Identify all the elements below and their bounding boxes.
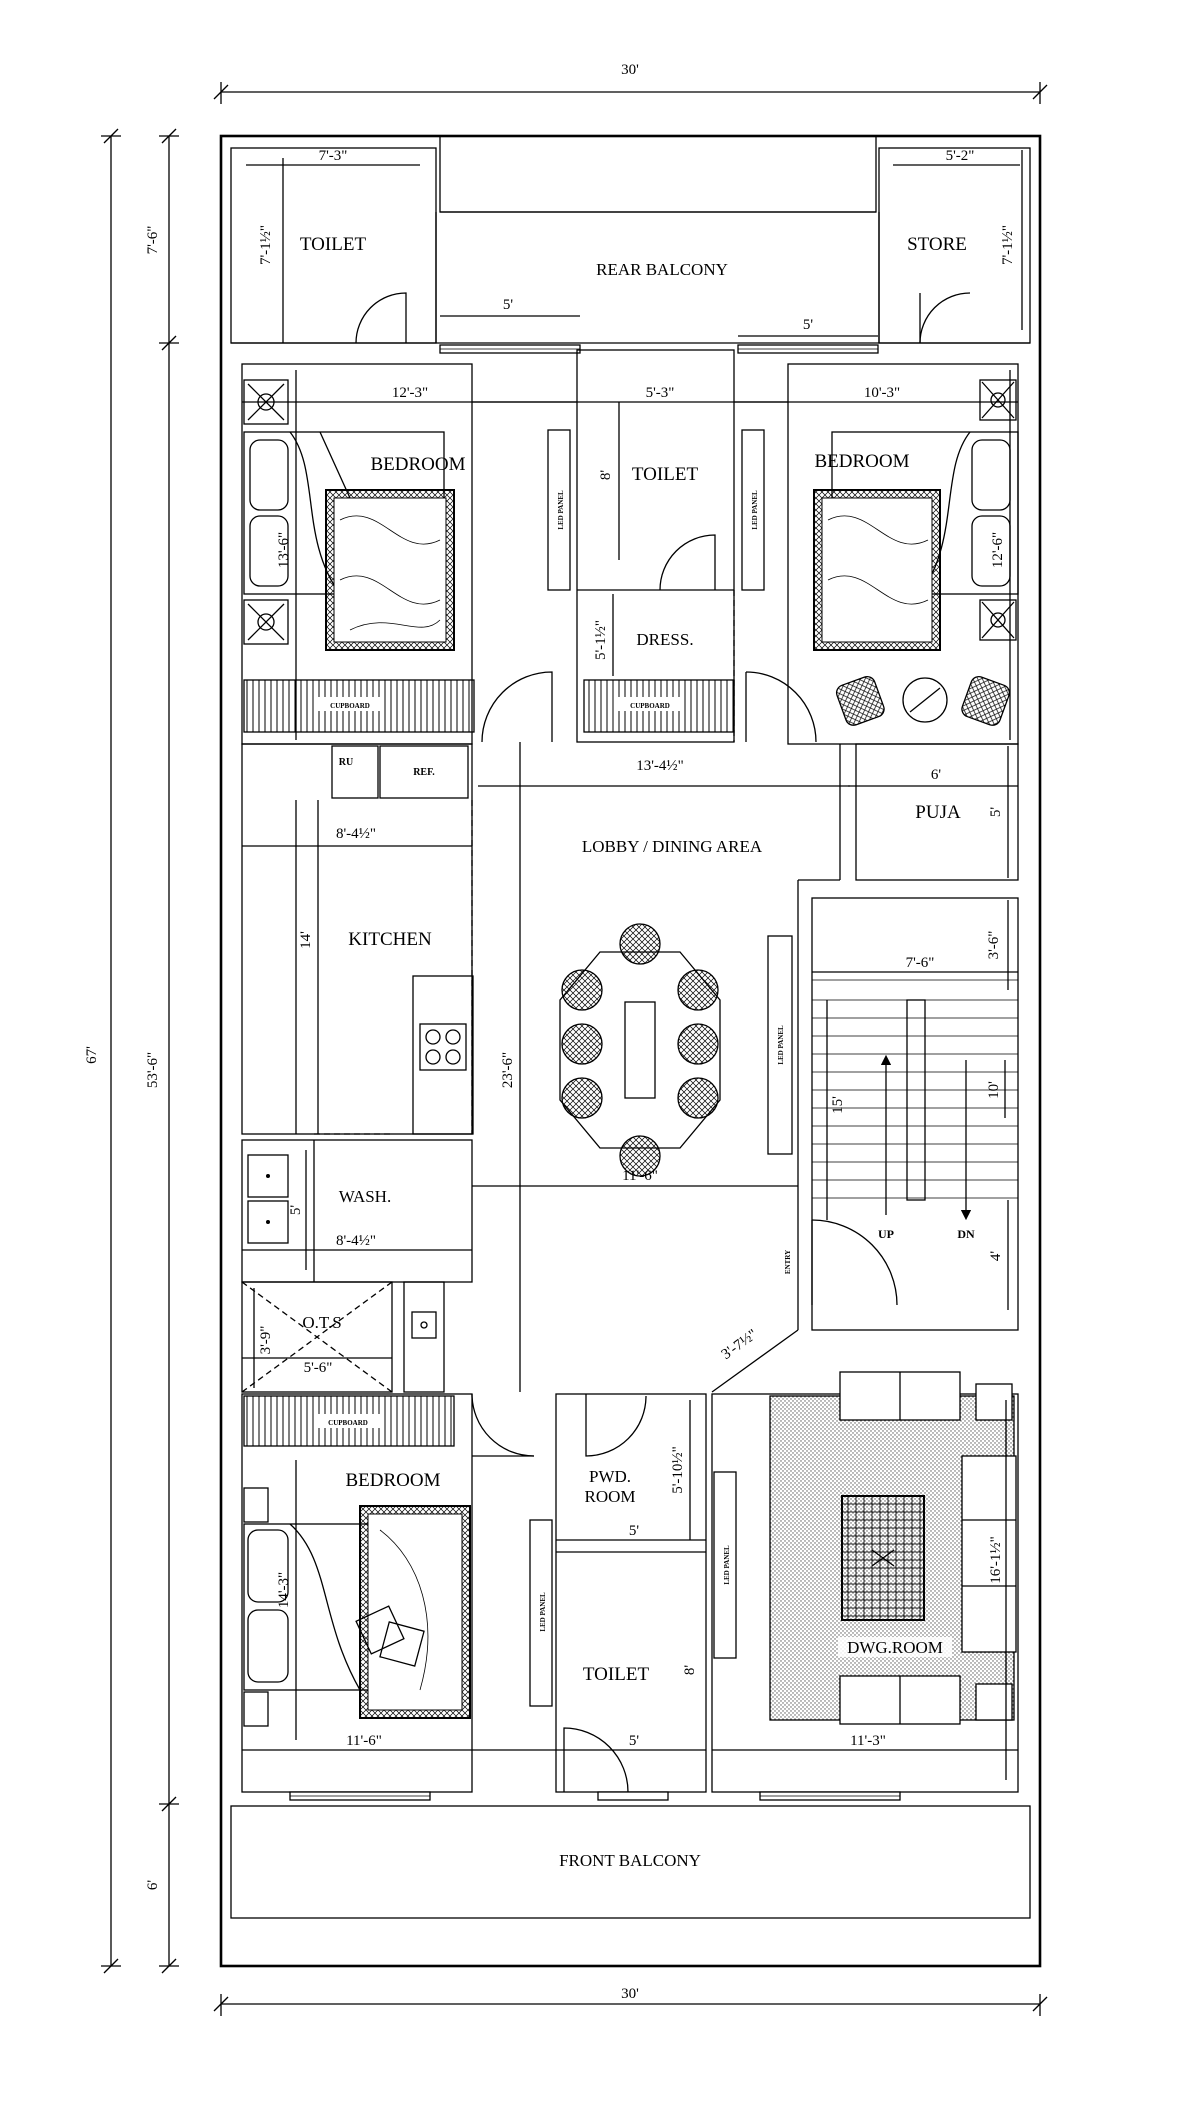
led-panel-upper-right: LED PANEL <box>751 490 759 530</box>
led-panel-front-left: LED PANEL <box>539 1592 547 1632</box>
dim-lobby-w: 13'-4½" <box>636 758 684 774</box>
overall-width-top: 30' <box>621 62 639 78</box>
dim-lobby-h: 23'-6" <box>500 1052 516 1088</box>
dim-stair-len: 15' <box>830 1096 846 1114</box>
dim-store-w: 5'-2" <box>946 148 975 164</box>
upper-dimension-marks <box>242 370 1018 740</box>
middle-walls <box>241 743 1019 1393</box>
dim-pwd-w: 5' <box>629 1523 640 1539</box>
bed-left <box>243 379 455 651</box>
dim-ots-h: 3'-9" <box>258 1326 274 1355</box>
dim-puja-w: 6' <box>931 767 942 783</box>
bed-right <box>813 379 1019 726</box>
room-label-bedroom-left: BEDROOM <box>370 454 465 475</box>
dim-toilet-rear-w: 7'-3" <box>319 148 348 164</box>
dim-bedroom-front-h: 14'-3" <box>276 1572 292 1608</box>
led-panel-upper-left: LED PANEL <box>557 490 565 530</box>
room-label-pwd-line2: ROOM <box>584 1487 635 1506</box>
cupboard-dress-label-bg <box>618 697 682 711</box>
middle-depth: 53'-6" <box>145 1052 161 1088</box>
upper-walls <box>241 349 1019 745</box>
dim-diagonal: 3'-7½" <box>719 1327 761 1364</box>
cupboard-dress-label: CUPBOARD <box>630 702 670 710</box>
room-label-wash: WASH. <box>339 1187 391 1206</box>
room-label-ots: O.T.S <box>302 1313 341 1332</box>
entry-label: ENTRY <box>784 1250 792 1274</box>
dim-bedroom-left-w: 12'-3" <box>392 385 428 401</box>
dim-toilet-front-w: 5' <box>629 1733 640 1749</box>
dim-pwd-h: 5'-10½" <box>670 1446 686 1494</box>
overall-width-bottom: 30' <box>621 1986 639 2002</box>
dim-bedroom-left-h: 13'-6" <box>276 532 292 568</box>
dim-bedroom-right-w: 10'-3" <box>864 385 900 401</box>
cupboard-left-label: CUPBOARD <box>330 702 370 710</box>
room-label-bedroom-front: BEDROOM <box>345 1470 440 1491</box>
dim-lobby-w2: 11'-6" <box>622 1168 658 1184</box>
bed-front <box>243 1487 471 1727</box>
rear-dimension-marks <box>246 150 1023 343</box>
rear-depth: 7'-6" <box>145 226 161 255</box>
dim-store-h: 7'-1½" <box>1000 225 1016 265</box>
room-label-bedroom-right: BEDROOM <box>814 451 909 472</box>
dim-toilet-front-h: 8' <box>682 1665 698 1676</box>
dim-bedroom-right-h: 12'-6" <box>990 532 1006 568</box>
dim-dress-h: 5'-1½" <box>593 620 609 660</box>
room-label-pwd-line1: PWD. <box>589 1467 631 1486</box>
dim-dwg-w: 11'-3" <box>850 1733 886 1749</box>
dining-table <box>559 923 721 1177</box>
dim-toilet-mid-w: 5'-3" <box>646 385 675 401</box>
dim-kitchen-h: 14' <box>298 931 314 949</box>
dim-rear-door-left: 5' <box>503 297 514 313</box>
overall-depth: 67' <box>84 1046 100 1064</box>
stair-arrows <box>880 1054 972 1221</box>
stair-treads <box>812 999 1018 1199</box>
dim-toilet-mid-h: 8' <box>598 470 614 481</box>
front-depth: 6' <box>145 1880 161 1891</box>
room-label-toilet-front: TOILET <box>583 1664 650 1685</box>
dim-stair-w: 7'-6" <box>906 955 935 971</box>
room-label-toilet-rear: TOILET <box>300 234 367 255</box>
room-label-front-balcony: FRONT BALCONY <box>559 1851 701 1870</box>
label-ru: RU <box>339 757 353 768</box>
room-label-rear-balcony: REAR BALCONY <box>596 260 728 279</box>
room-label-dress: DRESS. <box>636 630 693 649</box>
dim-stair-inner: 10' <box>986 1081 1002 1099</box>
dim-ots-w: 5'-6" <box>304 1360 333 1376</box>
dim-toilet-rear-h: 7'-1½" <box>258 225 274 265</box>
cupboard-front-label: CUPBOARD <box>328 1419 368 1427</box>
front-walls <box>230 1393 1031 1919</box>
dim-stair-h: 3'-6" <box>986 931 1002 960</box>
dim-wash-h: 5' <box>288 1205 304 1216</box>
dim-kitchen-w: 8'-4½" <box>336 826 376 842</box>
dim-bedroom-front-w: 11'-6" <box>346 1733 382 1749</box>
dim-entry-h: 4' <box>988 1251 1004 1262</box>
front-dimension-marks <box>242 1400 1018 1780</box>
middle-dimension-marks <box>242 742 1018 1392</box>
room-label-puja: PUJA <box>915 802 961 823</box>
dim-wash-w: 8'-4½" <box>336 1233 376 1249</box>
overall-dimensions <box>101 82 1048 2016</box>
room-label-kitchen: KITCHEN <box>348 929 432 950</box>
led-panel-front-right: LED PANEL <box>723 1545 731 1585</box>
dim-dwg-h: 16'-1½" <box>988 1536 1004 1584</box>
room-label-drawing-room: DWG.ROOM <box>847 1638 943 1657</box>
stair-dn-label: DN <box>957 1227 975 1241</box>
led-panel-lobby: LED PANEL <box>777 1025 785 1065</box>
room-label-toilet-middle: TOILET <box>632 464 699 485</box>
dim-puja-h: 5' <box>988 807 1004 818</box>
room-label-store: STORE <box>907 234 967 255</box>
label-ref: REF. <box>413 767 435 778</box>
room-label-lobby: LOBBY / DINING AREA <box>582 837 763 856</box>
dwg-label-bg <box>838 1637 952 1657</box>
dim-rear-door-right: 5' <box>803 317 814 333</box>
rear-zone <box>230 135 1031 354</box>
drawing-room-furniture <box>769 1371 1017 1725</box>
stair-up-label: UP <box>878 1227 894 1241</box>
cupboard-left-label-bg <box>318 697 382 711</box>
